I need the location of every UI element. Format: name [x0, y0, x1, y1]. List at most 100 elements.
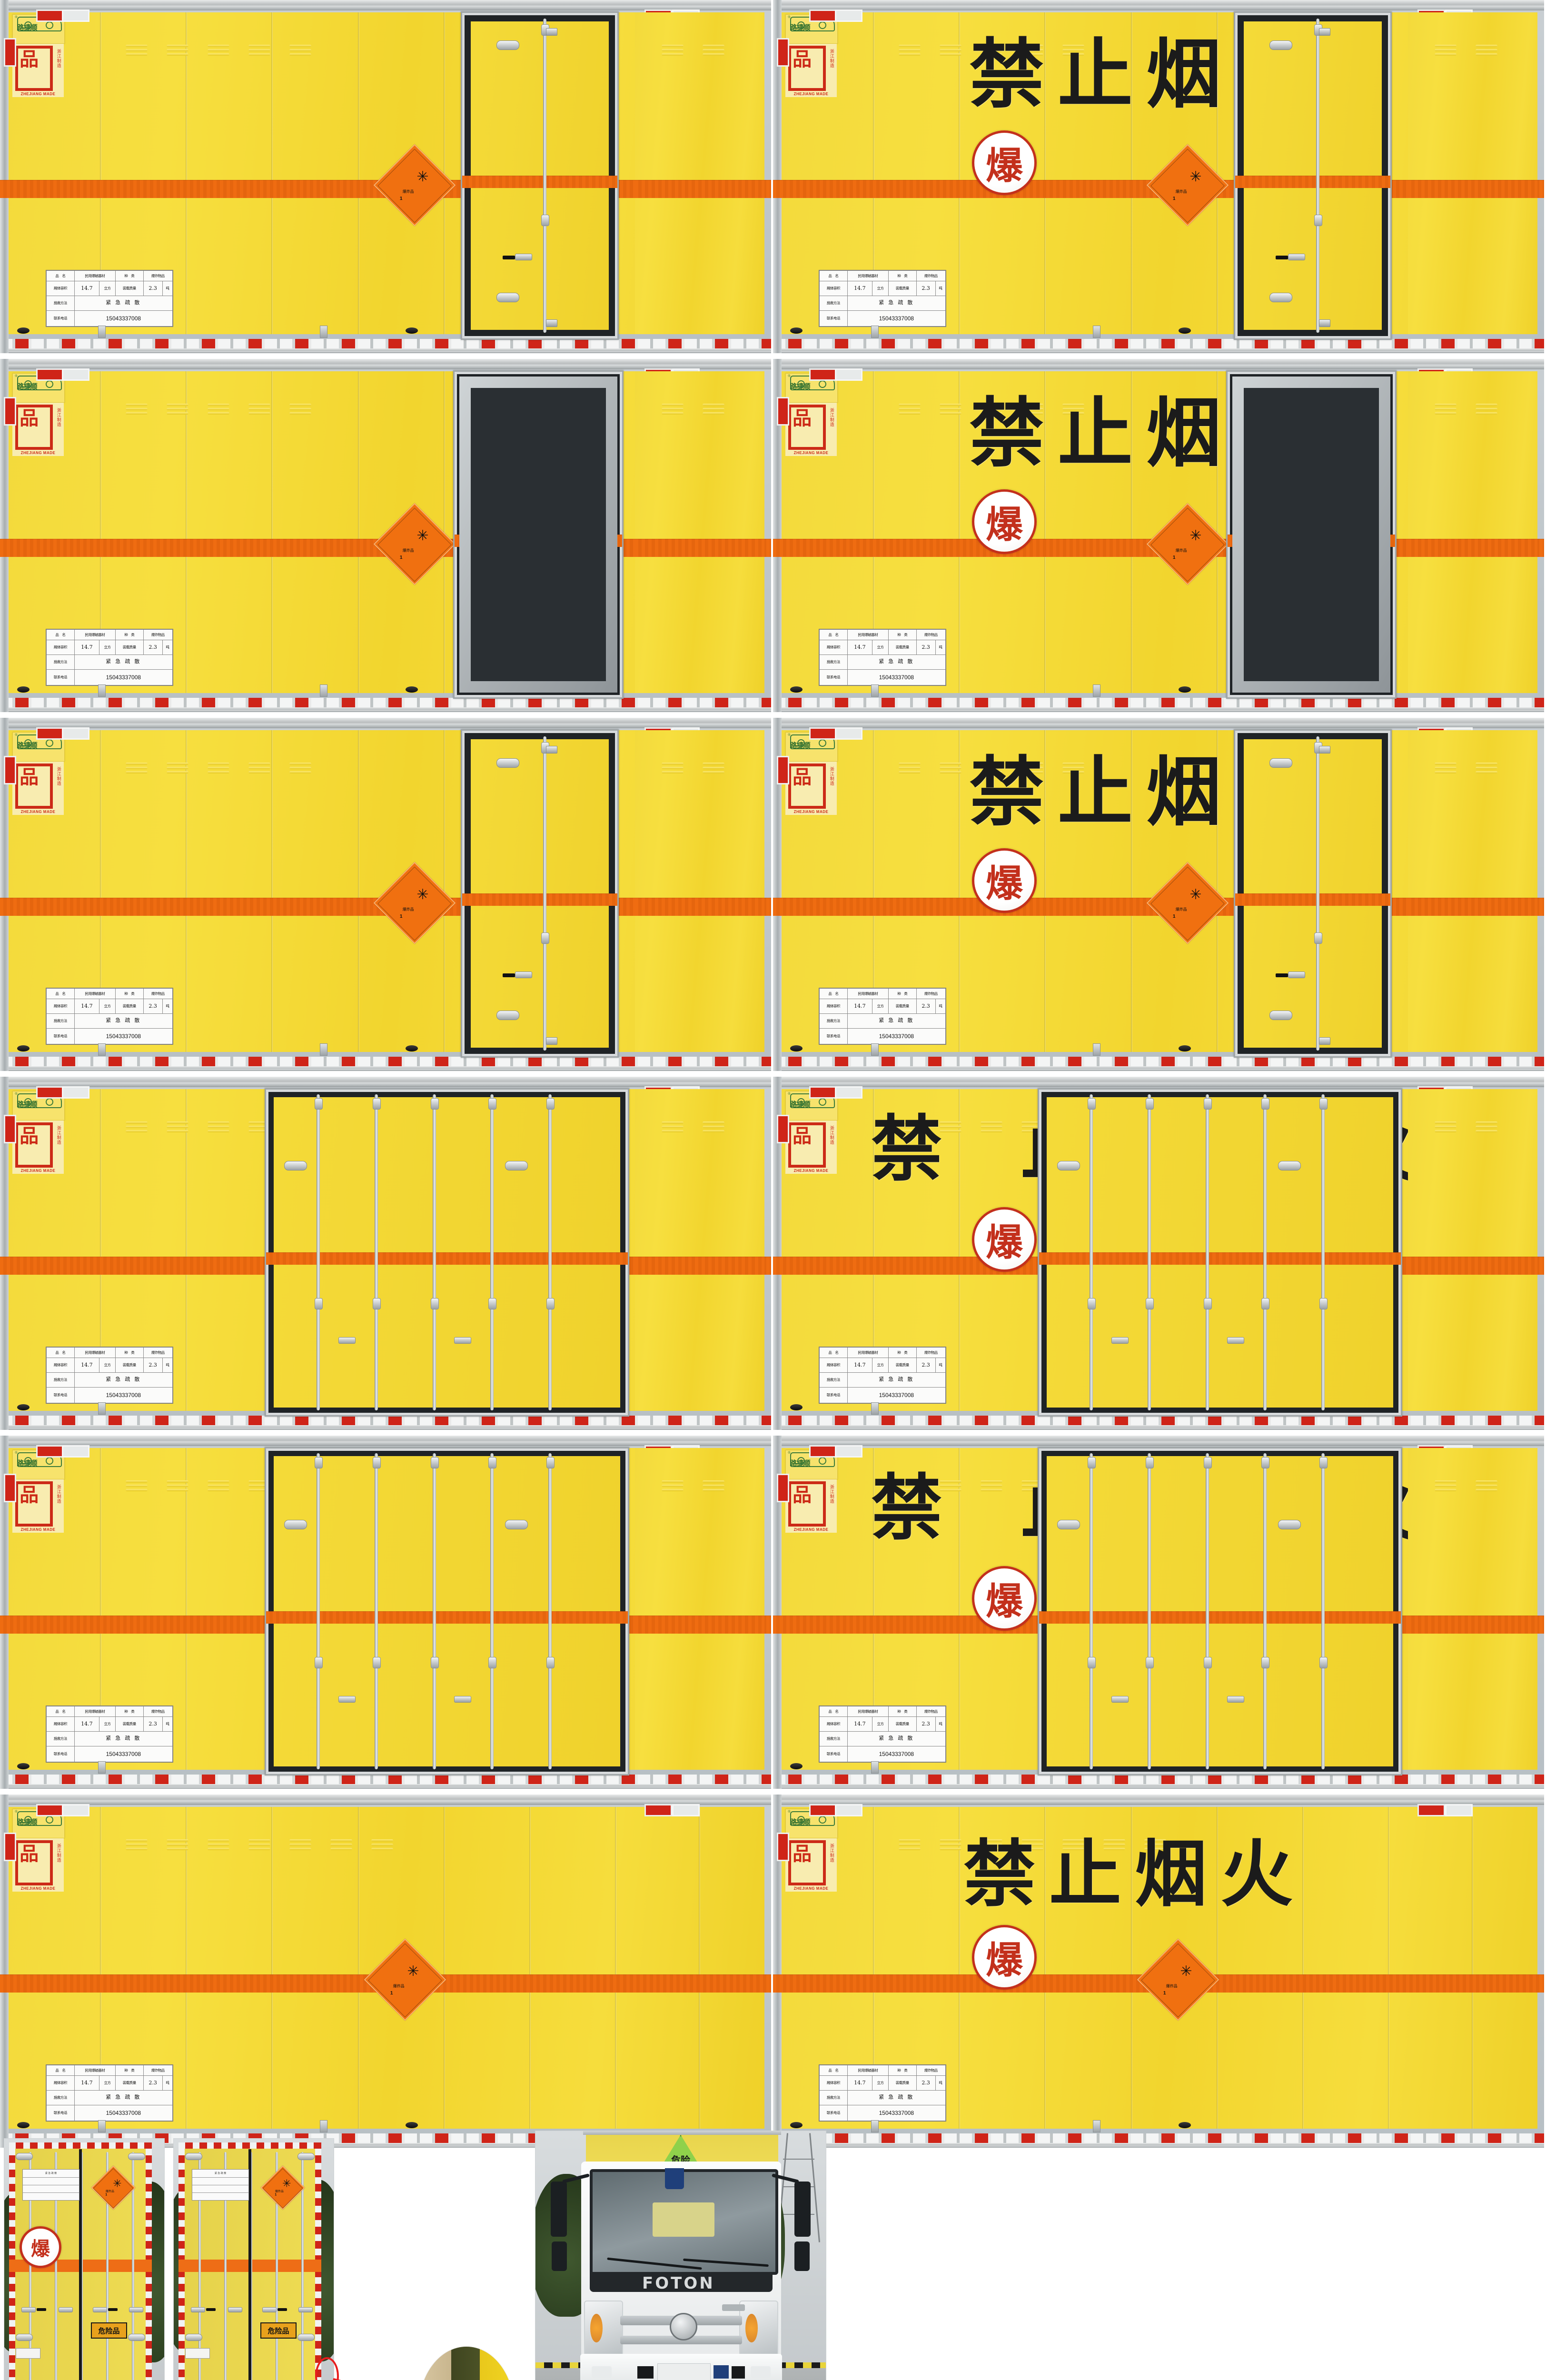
placard-rescue-key: 施救方法 — [46, 1372, 75, 1388]
vent-louver — [940, 45, 961, 59]
rear-door-frame[interactable] — [1234, 11, 1392, 340]
hazmat-info-placard: 品 名 民用爆破器材 种 类 爆炸物品 厢体容积 14.7 立方 装载质量 2.… — [46, 1706, 173, 1763]
panel-seam — [1044, 12, 1046, 334]
door-locking-rod[interactable] — [1090, 1453, 1093, 1769]
door-locking-rod[interactable] — [1321, 1094, 1325, 1410]
placard-mass: 2.3 — [916, 2075, 936, 2091]
door-locking-rod[interactable] — [1148, 1453, 1151, 1769]
stamp-char: 爆 — [985, 862, 1023, 905]
door-locking-rod[interactable] — [375, 1453, 378, 1769]
panel-seam — [186, 730, 187, 1052]
door-handle-2[interactable] — [505, 1520, 528, 1529]
registered-mark: ® — [788, 16, 791, 20]
rear-door-frame[interactable] — [453, 370, 624, 699]
door-locking-rod[interactable] — [433, 1453, 436, 1769]
door-handle[interactable] — [496, 40, 519, 50]
door-handle[interactable] — [496, 758, 519, 768]
door-locking-rod[interactable] — [433, 1094, 436, 1410]
explosive-round-stamp: 爆 — [972, 130, 1037, 195]
explosive-round-stamp: 爆 — [972, 1566, 1037, 1631]
door-locking-rod[interactable] — [1321, 1453, 1325, 1769]
door-locking-rod[interactable] — [543, 19, 546, 333]
vent-louver — [289, 45, 311, 59]
vent-louver — [167, 1121, 188, 1136]
reflective-conspicuity-strip — [0, 1416, 771, 1426]
placard-item-name: 民用爆破器材 — [74, 629, 116, 640]
panel-seam — [529, 1807, 531, 2129]
door-handle[interactable] — [1057, 1161, 1080, 1170]
door-locking-rod[interactable] — [1148, 1094, 1151, 1410]
placard-item-name: 民用爆破器材 — [74, 1706, 116, 1717]
reflective-conspicuity-strip — [773, 1775, 1544, 1785]
door-handle[interactable] — [284, 1520, 307, 1529]
stamp-char: 爆 — [985, 1580, 1023, 1623]
door-latch[interactable] — [1288, 972, 1305, 978]
diamond-class-number: 1 — [399, 196, 403, 201]
placard-phone-key: 联系电话 — [46, 310, 75, 327]
seal-glyph: 品 — [793, 1483, 812, 1506]
placard-phone: 15043337008 — [847, 310, 946, 327]
door-locking-rod[interactable] — [1263, 1094, 1267, 1410]
door-handle[interactable] — [284, 1161, 307, 1170]
zhejiang-made-seal: 品 浙江制造 ZHEJIANG MADE — [12, 44, 64, 97]
truck-cab-front: FOTON — [580, 2162, 782, 2380]
vent-louver — [981, 763, 1002, 777]
door-handle-2[interactable] — [1278, 1161, 1301, 1170]
door-handle-2[interactable] — [505, 1161, 528, 1170]
panel-seam — [1044, 730, 1046, 1052]
door-handle[interactable] — [1057, 1520, 1080, 1529]
door-handle-lower[interactable] — [496, 293, 519, 302]
placard-item-name: 民用爆破器材 — [74, 2065, 116, 2076]
door-locking-rod[interactable] — [1316, 19, 1319, 333]
door-handle[interactable] — [1269, 758, 1292, 768]
door-locking-rod[interactable] — [317, 1094, 320, 1410]
door-handle-lower[interactable] — [496, 1011, 519, 1020]
vent-louver — [662, 763, 684, 777]
diamond-class-number: 1 — [105, 2193, 108, 2197]
door-handle-lower[interactable] — [1269, 293, 1292, 302]
door-latch[interactable] — [1288, 254, 1305, 260]
door-handle-lower[interactable] — [1269, 1011, 1292, 1020]
door-locking-rod[interactable] — [490, 1094, 494, 1410]
seal-glyph: 品 — [793, 1842, 812, 1865]
roof-rail — [0, 718, 771, 728]
placard-phone-key: 联系电话 — [46, 1387, 75, 1404]
door-locking-rod[interactable] — [548, 1094, 552, 1410]
placard-item-name-key: 品 名 — [819, 988, 848, 999]
vent-louver — [940, 404, 961, 418]
door-locking-rod[interactable] — [1316, 736, 1319, 1051]
door-handle-2[interactable] — [1278, 1520, 1301, 1529]
door-locking-rod[interactable] — [543, 736, 546, 1051]
multi-panel-door-frame[interactable] — [265, 1447, 629, 1775]
door-latch[interactable] — [515, 972, 532, 978]
door-locking-rod[interactable] — [1263, 1453, 1267, 1769]
rear-door-frame[interactable] — [461, 729, 619, 1058]
placard-volume: 14.7 — [74, 639, 100, 655]
panel-seam — [271, 12, 273, 334]
door-locking-rod[interactable] — [317, 1453, 320, 1769]
multi-panel-door-frame[interactable] — [265, 1088, 629, 1417]
body-panel-r4-right: ® ULC 路捷顺 品 浙江制造 ZHEJIANG MADE ✳ 爆炸品 1 品… — [773, 1077, 1544, 1430]
door-locking-rod[interactable] — [1206, 1094, 1209, 1410]
rear-door-frame[interactable] — [1234, 729, 1392, 1058]
vent-louver — [981, 1839, 1002, 1854]
door-locking-rod[interactable] — [1206, 1453, 1209, 1769]
door-latch[interactable] — [515, 254, 532, 260]
door-locking-rod[interactable] — [375, 1094, 378, 1410]
multi-panel-door-frame[interactable] — [1038, 1088, 1402, 1417]
door-handle[interactable] — [1269, 40, 1292, 50]
door-locking-rod[interactable] — [490, 1453, 494, 1769]
multi-panel-door-frame[interactable] — [1038, 1447, 1402, 1775]
rear-door-frame[interactable] — [1226, 370, 1397, 699]
placard-rescue: 紧 急 疏 散 — [847, 1731, 946, 1746]
rear-door-frame[interactable] — [461, 11, 619, 340]
panel-seam — [186, 371, 187, 693]
placard-volume: 14.7 — [847, 2075, 873, 2091]
placard-volume-key: 厢体容积 — [819, 1357, 848, 1373]
door-locking-rod[interactable] — [1090, 1094, 1093, 1410]
registered-mark: ® — [15, 1810, 18, 1814]
door-locking-rod[interactable] — [548, 1453, 552, 1769]
warning-char: 禁 — [969, 31, 1044, 119]
panel-seam — [1217, 371, 1218, 693]
placard-volume: 14.7 — [74, 1716, 100, 1732]
